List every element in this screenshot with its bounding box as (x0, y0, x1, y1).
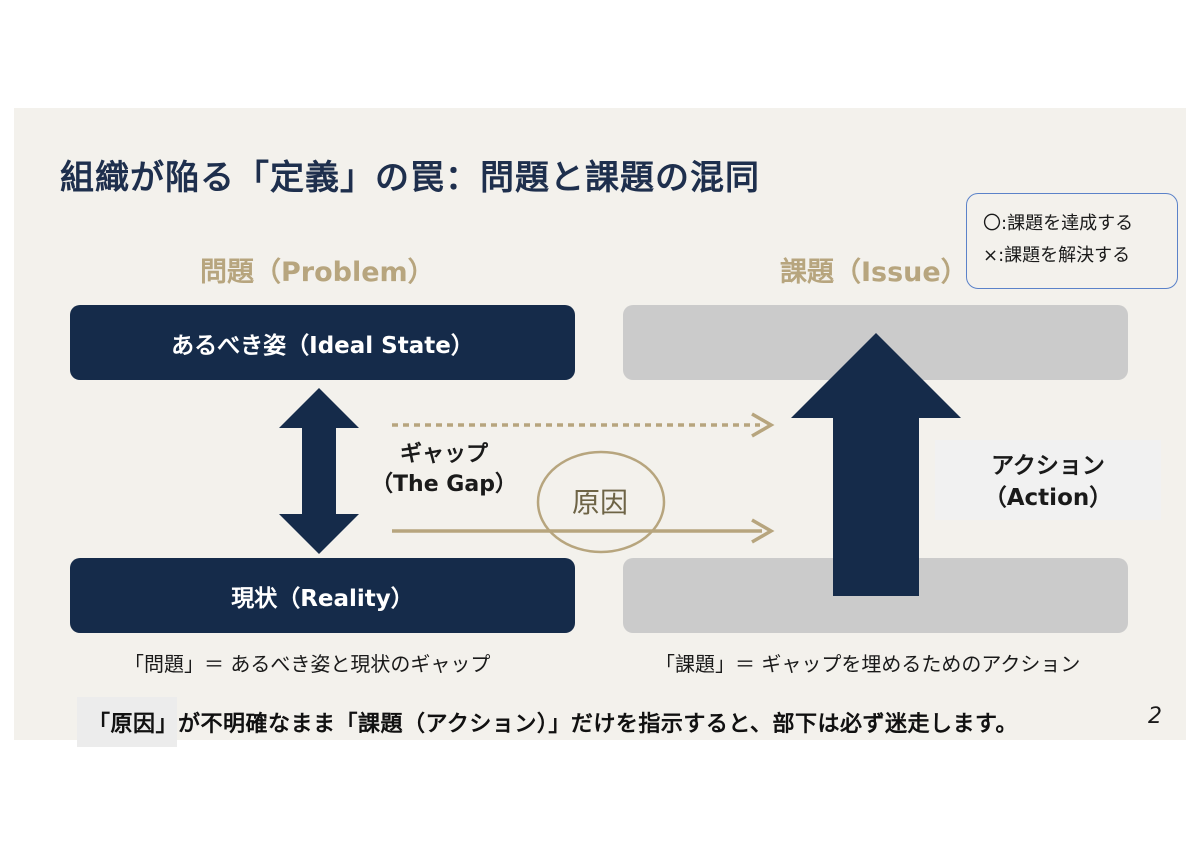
problem-heading: 問題（Problem） (200, 257, 435, 288)
issue-caption: 「課題」＝ ギャップを埋めるためのアクション (655, 652, 1081, 676)
action-label-panel (935, 440, 1161, 520)
issue-heading: 課題（Issue） (780, 257, 968, 288)
reality-box: 現状（Reality） (70, 558, 575, 633)
reality-label: 現状（Reality） (231, 585, 414, 612)
ideal-state-box: あるべき姿（Ideal State） (70, 305, 575, 380)
legend-box: 〇:課題を達成する ×:課題を解決する (966, 193, 1178, 289)
bottom-message: 「原因」が不明確なまま「課題（アクション）」だけを指示すると、部下は必ず迷走しま… (88, 712, 1018, 737)
action-label: アクション （Action） (935, 450, 1161, 514)
page-number: 2 (1148, 704, 1162, 729)
action-label-line1: アクション (991, 453, 1105, 479)
cause-label: 原因 (571, 486, 628, 519)
cause-highlight (77, 697, 177, 747)
action-up-arrow (791, 333, 961, 596)
slide-title: 組織が陥る「定義」の罠：問題と課題の混同 (60, 158, 760, 198)
gap-label-line1: ギャップ (399, 442, 488, 467)
dotted-gap-arrowhead (751, 412, 775, 438)
problem-caption: 「問題」＝ あるべき姿と現状のギャップ (124, 652, 491, 676)
action-label-line2: （Action） (983, 485, 1113, 511)
legend-correct: 〇:課題を達成する (983, 213, 1134, 234)
ideal-state-label: あるべき姿（Ideal State） (171, 332, 474, 359)
solid-cause-arrowhead (751, 518, 775, 544)
cause-ellipse (536, 450, 666, 554)
legend-wrong: ×:課題を解決する (983, 245, 1131, 266)
gap-label: ギャップ （The Gap） (364, 440, 524, 500)
gap-label-line2: （The Gap） (371, 472, 517, 497)
gap-double-arrow (279, 388, 359, 554)
